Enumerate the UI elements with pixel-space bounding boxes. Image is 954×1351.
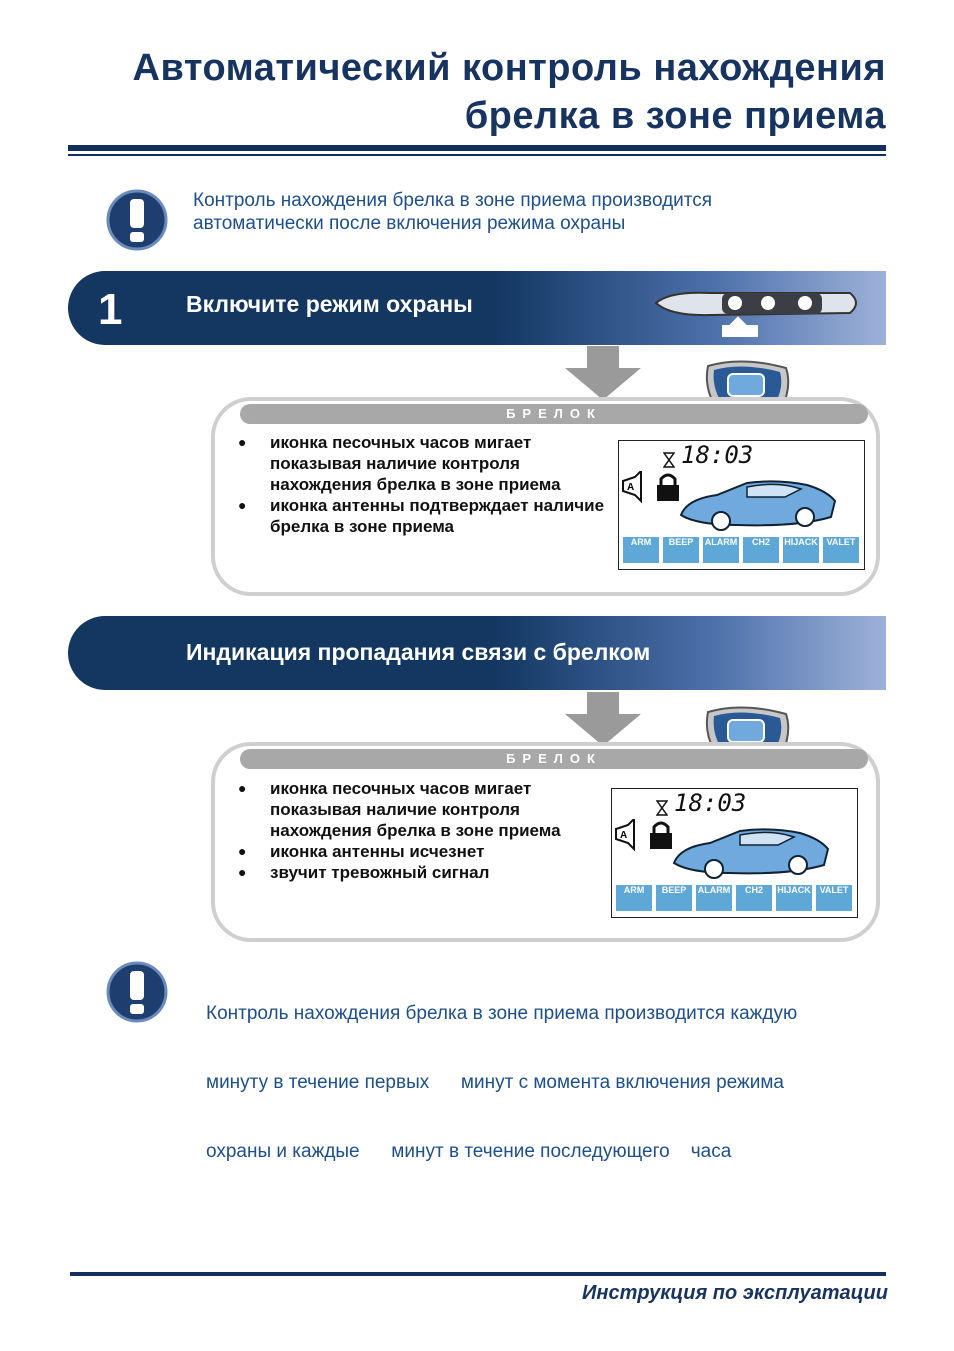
panel2-bullets: иконка песочных часов мигает показывая н… [238, 778, 598, 883]
title-rule-thin [68, 154, 886, 156]
hijack-button: HIJACK [776, 885, 812, 911]
ch2-button: CH2 [736, 885, 772, 911]
svg-text:A: A [620, 830, 627, 841]
footer-text: Инструкция по эксплуатации [582, 1282, 888, 1304]
panel-label: БРЕЛОК [240, 404, 868, 424]
section2-label: Индикация пропадания связи с брелком [186, 639, 651, 665]
lcd-time: 18:03 [681, 441, 754, 469]
step1-label: Включите режим охраны [186, 291, 473, 317]
hourglass-icon [656, 800, 668, 816]
lcd-button-row: ARM BEEP ALARM CH2 HIJACK VALET [623, 537, 859, 563]
top-note: Контроль нахождения брелка в зоне приема… [193, 190, 713, 234]
list-item: иконка антенны подтверждает наличие брел… [238, 495, 618, 537]
valet-button: VALET [823, 537, 859, 563]
section2-banner [68, 616, 886, 690]
beep-button: BEEP [663, 537, 699, 563]
lcd-time: 18:03 [674, 789, 747, 817]
valet-button: VALET [816, 885, 852, 911]
step-number: 1 [98, 285, 123, 334]
antenna-lock-icon: A [622, 471, 679, 503]
lcd-display: 18:03 A ARM BEEP ALARM CH2 HIJACK VALET [618, 440, 865, 570]
list-item: иконка песочных часов мигает показывая н… [238, 778, 598, 841]
exclamation-icon [106, 961, 168, 1023]
key-fob-icon [654, 291, 857, 337]
hijack-button: HIJACK [783, 537, 819, 563]
car-icon [679, 480, 837, 531]
lcd-button-row: ARM BEEP ALARM CH2 HIJACK VALET [616, 885, 852, 911]
arm-button: ARM [623, 537, 659, 563]
hourglass-icon [663, 452, 675, 468]
footer-rule [70, 1272, 886, 1276]
down-arrow-icon [565, 692, 641, 746]
alarm-button: ALARM [696, 885, 732, 911]
svg-text:A: A [627, 482, 634, 493]
beep-button: BEEP [656, 885, 692, 911]
list-item: иконка песочных часов мигает показывая н… [238, 432, 618, 495]
arm-button: ARM [616, 885, 652, 911]
down-arrow-icon [565, 346, 641, 400]
exclamation-icon [106, 189, 168, 251]
lcd-display: 18:03 A ARM BEEP ALARM CH2 HIJACK VALET [611, 788, 858, 918]
antenna-lock-icon: A [615, 819, 672, 851]
list-item: звучит тревожный сигнал [238, 862, 598, 883]
list-item: иконка антенны исчезнет [238, 841, 598, 862]
title-rule [68, 145, 886, 151]
ch2-button: CH2 [743, 537, 779, 563]
panel1-bullets: иконка песочных часов мигает показывая н… [238, 432, 618, 537]
panel-label: БРЕЛОК [240, 749, 868, 769]
alarm-button: ALARM [703, 537, 739, 563]
page-title: Автоматический контроль нахождения брелк… [132, 47, 886, 137]
bottom-note: Контроль нахождения брелка в зоне приема… [206, 1003, 798, 1162]
car-icon [672, 828, 830, 879]
